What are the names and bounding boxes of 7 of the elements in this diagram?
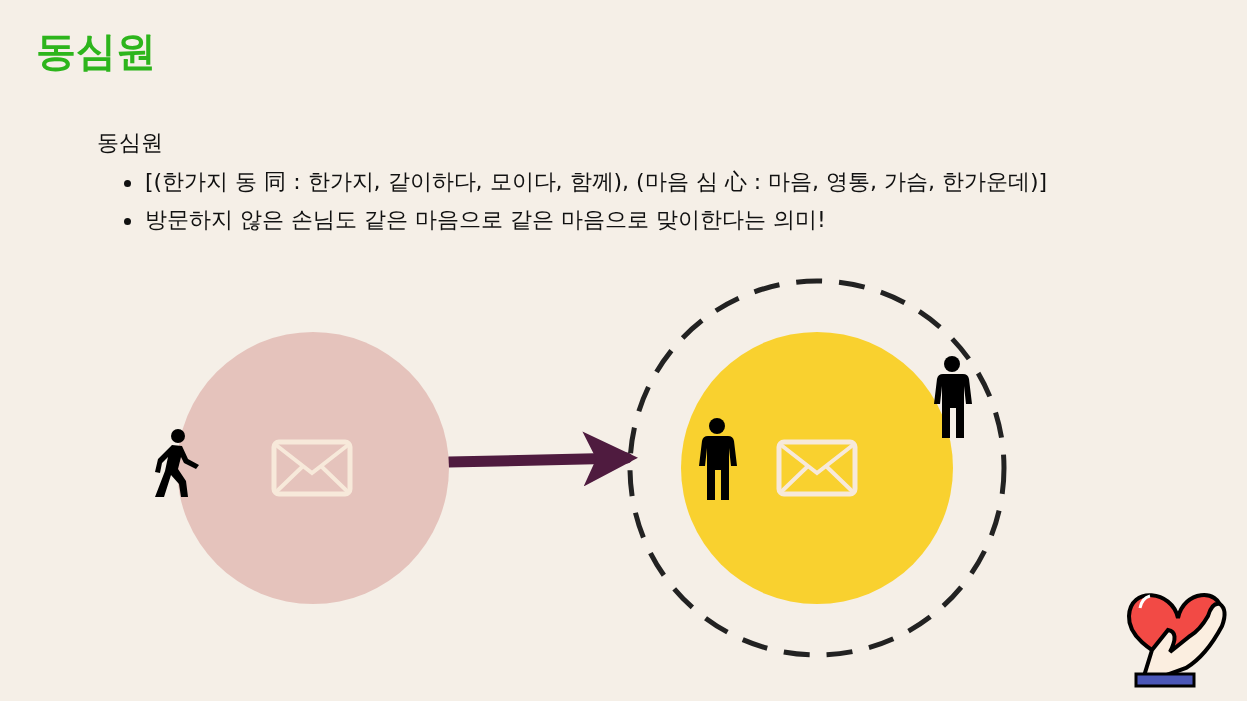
circle [177,332,449,604]
text-line: [(한가지 동 同 : 한가지, 같이하다, 모이다, 함께), (마음 심 心 : 마음, 영통, 가슴, 한가운데)] [145,168,1048,196]
dashed-circle [627,278,1007,658]
circle [681,332,953,604]
text-line: 동심원 [97,129,163,157]
text-line: 방문하지 않은 손님도 같은 마음으로 같은 마음으로 맞이한다는 의미! [145,206,826,234]
title: 동심원 [36,27,156,76]
